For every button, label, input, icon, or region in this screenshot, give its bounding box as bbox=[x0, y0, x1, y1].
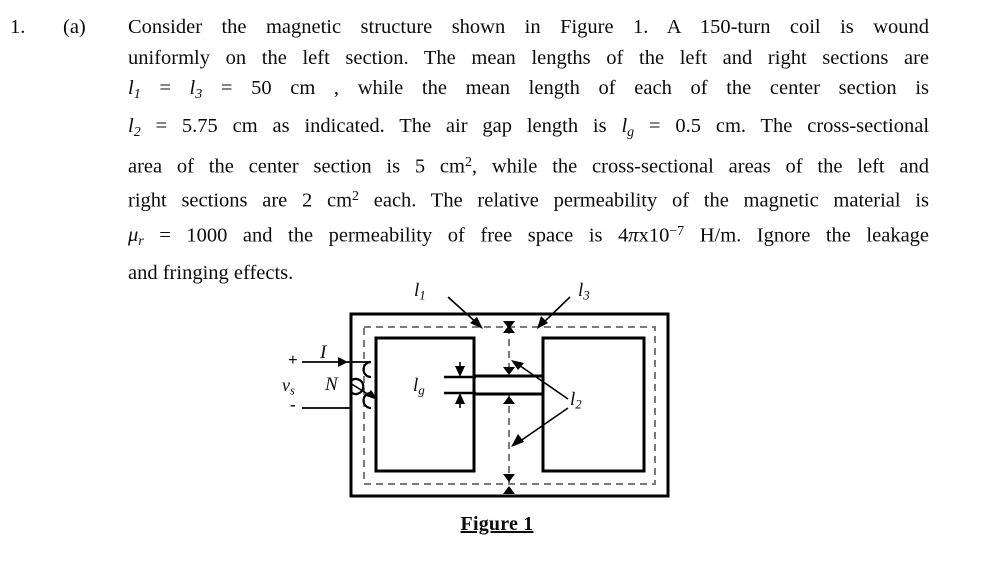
superscript-square-2: 2 bbox=[352, 189, 360, 205]
question-body: Consider the magnetic structure shown in… bbox=[128, 12, 929, 288]
question-line-4-tail: = 0.5 cm. The cross-sectional bbox=[648, 114, 930, 137]
air-gap-arrowhead-top bbox=[455, 366, 465, 377]
question-line-6: right sections are 2 cm2 each. The relat… bbox=[128, 182, 929, 216]
magnetic-core-diagram bbox=[302, 296, 670, 498]
figure-1-container: l1 l3 l2 lg + - vs I N Figure 1 bbox=[0, 276, 994, 571]
space-a bbox=[141, 115, 156, 137]
space-f bbox=[684, 224, 700, 246]
label-turns: N bbox=[325, 374, 338, 395]
current-direction-arrowhead bbox=[338, 357, 348, 367]
leader-l2-lower-shaft bbox=[515, 407, 569, 445]
question-number: 1. bbox=[10, 16, 26, 38]
label-current: I bbox=[320, 342, 327, 363]
question-line-3-tail bbox=[202, 77, 221, 99]
question-line-7b: x10 bbox=[638, 224, 670, 247]
question-line-5b: , while the cross-sectional areas of the… bbox=[471, 155, 929, 178]
question-line-7a: = 1000 and the permeability of free spac… bbox=[159, 224, 629, 247]
air-gap-arrowhead-bottom bbox=[455, 393, 465, 404]
symbol-lg: lg bbox=[621, 114, 635, 140]
label-lg: lg bbox=[413, 375, 425, 398]
superscript-square-1: 2 bbox=[464, 155, 472, 171]
symbol-l2: l2 bbox=[128, 114, 141, 140]
turns-pointer-arrowhead bbox=[366, 390, 378, 400]
core-left-window bbox=[374, 336, 476, 473]
question-line-1: Consider the magnetic structure shown in… bbox=[128, 16, 929, 38]
space-e bbox=[144, 224, 160, 246]
space-c bbox=[634, 115, 649, 137]
question-line-5a: area of the center section is 5 cm bbox=[128, 155, 465, 178]
label-source-voltage: vs bbox=[282, 375, 295, 398]
leader-l1-arrowhead bbox=[470, 317, 483, 329]
question-line-5: area of the center section is 5 cm2, whi… bbox=[128, 148, 929, 182]
arrowhead-l2-lower-bottom-down bbox=[503, 486, 515, 494]
arrowhead-l2-lower-top bbox=[503, 396, 515, 404]
label-terminal-negative: - bbox=[290, 395, 296, 414]
coil-lead-hook bbox=[351, 377, 365, 396]
figure-caption: Figure 1 bbox=[460, 513, 534, 535]
question-letter: (a) bbox=[63, 16, 86, 38]
question-line-6a: right sections are 2 cm bbox=[128, 190, 353, 213]
question-line-4-mid: = 5.75 cm as indicated. The air gap leng… bbox=[155, 114, 607, 137]
label-l1: l1 bbox=[414, 280, 426, 303]
label-terminal-positive: + bbox=[288, 350, 298, 369]
symbol-mu-r: μr bbox=[128, 224, 144, 250]
question-line-3: l1 = l3 = 50 cm , while the mean length … bbox=[128, 73, 929, 110]
leader-l3-shaft bbox=[540, 296, 571, 326]
space-d bbox=[359, 190, 374, 212]
question-line-7: μr = 1000 and the permeability of free s… bbox=[128, 217, 929, 258]
arrowhead-l2-upper-top-up bbox=[503, 325, 515, 333]
question-line-2: uniformly on the left section. The mean … bbox=[128, 46, 929, 69]
core-outer-boundary bbox=[349, 312, 670, 498]
symbol-pi: π bbox=[628, 224, 639, 247]
leader-l2-upper-shaft bbox=[515, 362, 569, 400]
leader-l3-arrowhead bbox=[537, 316, 548, 329]
arrowhead-l2-upper-bottom bbox=[503, 367, 515, 375]
leader-l2-upper-arrowhead bbox=[511, 360, 524, 370]
question-line-3-text: = 50 cm , while the mean length of each … bbox=[220, 77, 930, 100]
equals-1: = bbox=[140, 77, 190, 100]
question-line-8: and fringing effects. bbox=[128, 261, 294, 284]
core-right-window bbox=[541, 336, 646, 473]
leader-l2-lower-arrowhead bbox=[511, 434, 524, 447]
label-l3: l3 bbox=[578, 280, 590, 303]
symbol-l3: l3 bbox=[189, 77, 203, 103]
question-line-4: l2 = 5.75 cm as indicated. The air gap l… bbox=[128, 111, 929, 148]
question-line-6b: each. The relative permeability of the m… bbox=[373, 190, 929, 213]
label-l2: l2 bbox=[570, 389, 582, 412]
question-line-7c: H/m. Ignore the leakage bbox=[699, 224, 930, 247]
arrowhead-l2-lower-bottom-up bbox=[503, 474, 515, 482]
space-b bbox=[607, 115, 622, 137]
symbol-l1: l1 bbox=[128, 77, 141, 103]
superscript-neg7: −7 bbox=[669, 223, 685, 239]
